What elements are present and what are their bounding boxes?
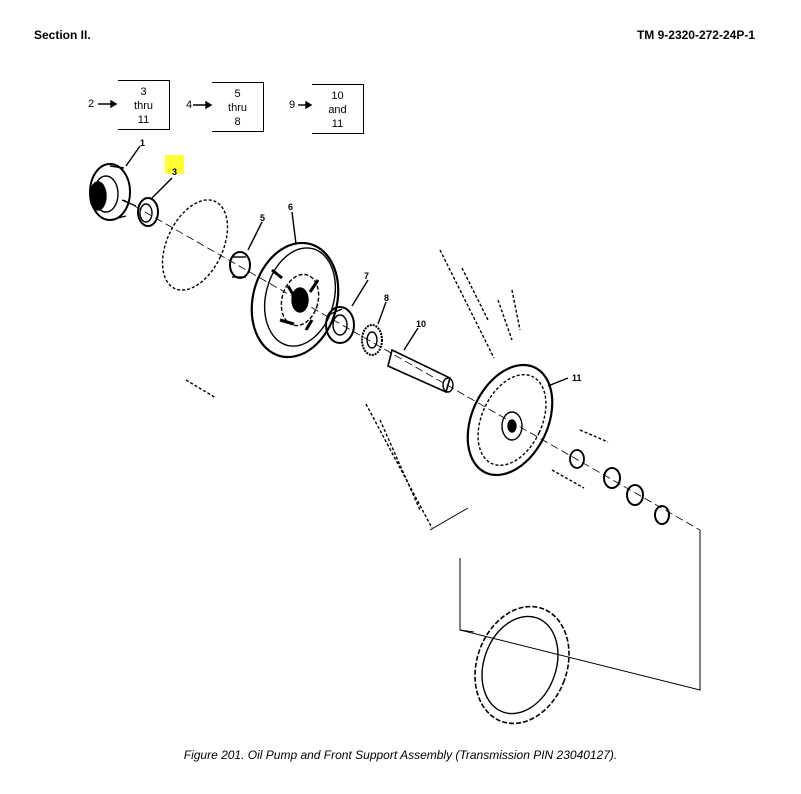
group-box-line: 11: [137, 114, 150, 126]
section-label: Section II.: [34, 28, 91, 42]
assembly-axis: [123, 199, 701, 531]
group-box-line: 8: [234, 116, 241, 128]
part-11-front-support: [466, 363, 554, 477]
leader-1: [125, 145, 141, 167]
callout-8: 8: [384, 293, 389, 303]
group-box-line: 11: [331, 118, 344, 130]
callout-5: 5: [260, 213, 265, 223]
leader-5: [247, 221, 263, 251]
group-box-2: 5 thru 8: [212, 82, 264, 132]
gasket: [474, 605, 570, 725]
leader-10: [403, 327, 419, 351]
ring-seal: [161, 199, 229, 291]
bolt-group-lower: [185, 379, 609, 529]
callout-10: 10: [416, 319, 426, 329]
bolt-group-upper: [439, 249, 521, 359]
callout-6: 6: [288, 202, 293, 212]
group-arrow-2-head: [205, 100, 213, 110]
leader-3: [151, 177, 173, 199]
seal-ring-a: [603, 467, 621, 489]
group-arrow-1-head: [110, 99, 118, 109]
seal-ring-c: [654, 505, 670, 525]
group-box-line: 10: [331, 90, 344, 102]
part-1-seal: [89, 163, 137, 221]
group-index-2: 4: [186, 99, 193, 111]
callout-7: 7: [364, 271, 369, 281]
group-box-line: 5: [234, 88, 241, 100]
group-box-line: thru: [228, 102, 247, 114]
group-box-3: 10 and 11: [312, 84, 364, 134]
figure-caption: Figure 201. Oil Pump and Front Support A…: [183, 748, 618, 762]
tm-number: TM 9-2320-272-24P-1: [636, 28, 755, 42]
part-3-bearing: [137, 197, 159, 227]
small-bushing: [569, 449, 585, 469]
part-10-shaft: [387, 348, 454, 394]
part-5-bushing: [229, 251, 251, 279]
leader-7: [351, 279, 369, 307]
group-box-line: and: [328, 104, 347, 116]
part-8-gear: [361, 324, 383, 356]
gasket-bracket: [459, 530, 701, 691]
gasket-inner: [481, 615, 559, 715]
callout-1: 1: [140, 138, 145, 148]
group-box-1: 3 thru 11: [118, 80, 170, 130]
seal-ring-b: [626, 484, 644, 506]
part-7-gear: [325, 306, 355, 344]
leader-11: [547, 377, 569, 387]
group-index-1: 2: [88, 98, 95, 110]
group-box-line: 3: [140, 86, 147, 98]
part-6-pump-body: [250, 241, 340, 359]
callout-11: 11: [572, 373, 582, 383]
group-arrow-3-head: [305, 100, 313, 110]
callout-highlight: [165, 155, 184, 174]
leader-8: [377, 301, 387, 325]
group-box-line: thru: [134, 100, 153, 112]
leader-6: [291, 211, 297, 245]
callout-3: 3: [172, 167, 177, 177]
group-index-3: 9: [289, 99, 296, 111]
